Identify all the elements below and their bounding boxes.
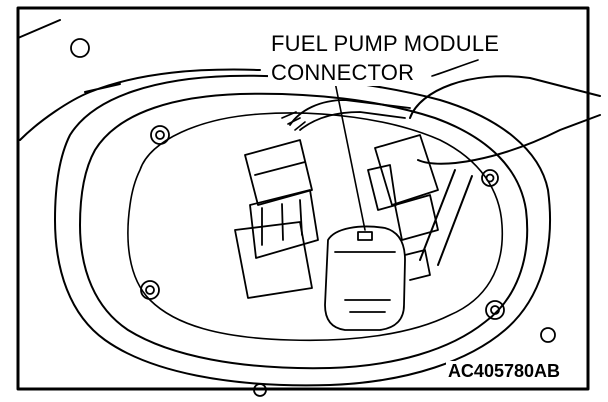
callout-label-line2: CONNECTOR xyxy=(268,60,418,86)
fuel-hose xyxy=(409,75,601,165)
callout-label-line1: FUEL PUMP MODULE xyxy=(268,31,503,57)
wiring-harness xyxy=(289,99,411,131)
fuel-pump-module-connector xyxy=(324,225,431,331)
harness-corrugated-tube xyxy=(281,111,306,131)
harness-connector-left xyxy=(234,139,319,299)
pump-module-cover xyxy=(127,112,504,342)
flange-bolts xyxy=(70,38,556,397)
flange-inner-rim xyxy=(79,92,529,370)
body-panel xyxy=(17,19,261,141)
figure-id: AC405780AB xyxy=(445,361,562,382)
probe-rod xyxy=(419,169,473,266)
callout-underline xyxy=(431,59,479,77)
callout-leader xyxy=(334,81,366,231)
figure-frame xyxy=(16,6,590,391)
module-side-connector xyxy=(367,134,439,241)
